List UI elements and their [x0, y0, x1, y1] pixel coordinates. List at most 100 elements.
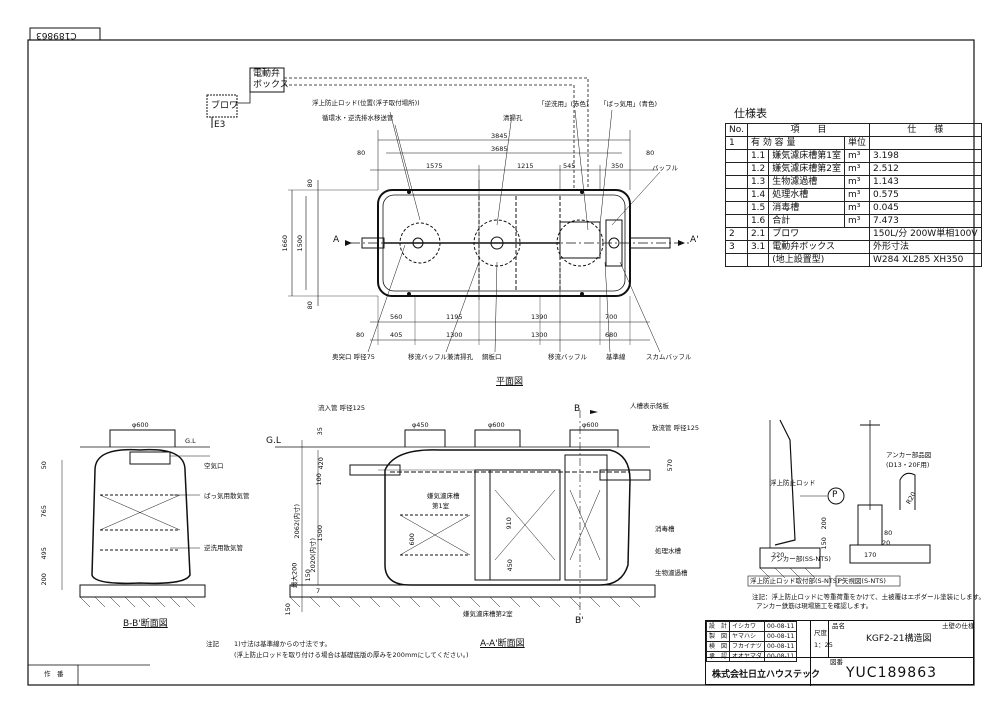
callout-transfer-baffle: 移流バッフル兼清掃孔 [408, 353, 473, 361]
bb-dim-dia: φ600 [132, 421, 149, 429]
dim-1575: 1575 [426, 162, 443, 170]
callout-baffle: バッフル [652, 164, 678, 172]
role-name: ヤマハシ [729, 631, 766, 642]
aa-label-anaerobic: 嫌気濾床槽 [427, 492, 460, 500]
bb-label-backwash: 逆洗用散気管 [204, 544, 243, 552]
drawing-number: YUC189863 [846, 665, 938, 681]
dim-3685: 3685 [491, 145, 508, 153]
dim-80-tl: 80 [357, 149, 366, 157]
callout-flow-baffle: 移流バッフル [548, 353, 587, 361]
aa-dim-450: φ450 [412, 421, 429, 429]
dim-1300-a: 1300 [446, 331, 463, 339]
dim-700: 700 [605, 313, 618, 321]
detail-note-1: 注記：浮上防止ロッドに等重荷重をかけて、土被覆はエポダール塗装にします。 [752, 593, 986, 601]
callout-float-rod: 浮上防止ロッド(位置(浮子取付場所)) [312, 99, 420, 107]
spec-unit: 単位 [844, 136, 871, 150]
scale-value: 1：25 [814, 641, 833, 649]
blower-label: ブロワ [211, 101, 239, 111]
aa-dim-600b: φ600 [582, 421, 599, 429]
notes-label: 注記 [206, 640, 219, 648]
callout-datum: 基準線 [606, 353, 626, 361]
dim-560: 560 [390, 313, 403, 321]
callout-transfer-pipe: 循環水・逆洗排水移送管 [322, 114, 394, 122]
callout-inlet: 奥突口 呼径75 [332, 353, 375, 361]
name-label: 品名 [832, 622, 845, 630]
role-label: 製 図 [705, 631, 731, 642]
callout-copper: 銅板口 [482, 353, 502, 361]
spec-table-title: 仕様表 [734, 107, 767, 120]
detail-label-anchor-parts: アンカー部品図 [886, 451, 932, 459]
callout-backwash: 「逆洗用」(赤色) [538, 100, 589, 108]
detail-note-2: アンカー鉄筋は現場施工を確認します。 [756, 602, 873, 610]
scale-label: 尺度 [814, 629, 827, 637]
drawing-title: KGF2-21構造図 [866, 634, 932, 644]
revision-label: 作 番 [44, 670, 64, 678]
company-name: 株式会社日立ハウステック [712, 670, 821, 680]
role-label: 検 図 [705, 641, 731, 652]
aa-label-chamber2: 嫌気濾床槽第2室 [463, 610, 513, 618]
dim-1300-b: 1300 [531, 331, 548, 339]
notes-line-1: 1)寸法は基準線からの寸法です。 [234, 640, 332, 648]
aa-label-treated: 処理水槽 [655, 547, 681, 555]
notes-line-2: (浮上防止ロッドを取り付ける場合は基礎底版の厚みを200mmにしてください。) [234, 651, 469, 659]
control-box-label-1: 電動弁 [253, 69, 281, 79]
dim-405: 405 [390, 331, 403, 339]
detail-caption-2: P矢視図(S-NTS) [838, 577, 886, 585]
detail-dim-20: 20 [882, 539, 891, 547]
detail-dim-170: 170 [864, 551, 877, 559]
aa-dim-7: 7 [316, 587, 321, 595]
dim-545: 545 [563, 162, 576, 170]
detail-label-anchor: アンカー部(SS-NTS) [770, 555, 831, 563]
spec-sub: 1.3 [746, 175, 770, 189]
bb-label-air: 空気口 [204, 462, 224, 470]
dim-350: 350 [611, 162, 624, 170]
detail-dim-80: 80 [884, 529, 893, 537]
dim-1390: 1390 [531, 313, 548, 321]
detail-label-d13: (D13・20F用) [886, 461, 930, 469]
spec-item: (地上設置型) [768, 253, 871, 267]
bb-label-aeration: ばっ気用散気管 [204, 492, 250, 500]
role-name: フカイナツ [729, 641, 766, 652]
section-bb-title: B-B'断面図 [123, 619, 168, 629]
aa-label-biofilter: 生物濾過槽 [655, 569, 688, 577]
aa-dim-gl: G.L [266, 436, 281, 446]
section-aa-title: A-A'断面図 [480, 639, 525, 649]
role-date: 00-08-11 [764, 651, 798, 662]
role-date: 00-08-11 [764, 631, 798, 642]
aa-mark-b-prime: B' [575, 616, 584, 626]
callout-cleanout: 清掃孔 [503, 114, 523, 122]
title-block: 設 計 イシカワ 00-08-11 製 図 ヤマハシ 00-08-11 検 図 … [705, 620, 975, 686]
spec-sub: 1.6 [746, 214, 770, 228]
section-marker-a-prime: A' [690, 235, 699, 245]
detail-label-rod: 浮上防止ロッド [770, 479, 816, 487]
dim-680: 680 [605, 331, 618, 339]
plan-title: 平面図 [496, 377, 524, 387]
callout-aeration: 「ばっ気用」(青色) [600, 100, 658, 108]
bb-dim-gl: G.L [185, 437, 196, 445]
unit-label: 土壁の仕様 [942, 622, 975, 630]
dim-1195: 1195 [446, 313, 463, 321]
detail-caption-1: 浮上防止ロッド取付部(S-NTS) [750, 577, 840, 585]
role-name: イシカワ [729, 621, 766, 632]
dim-80-b: 80 [356, 331, 365, 339]
aa-label-chamber1: 第1室 [432, 502, 450, 510]
detail-p-mark: P [832, 490, 838, 500]
role-label: 設 計 [705, 621, 731, 632]
aa-label-disinfect: 消毒槽 [655, 525, 675, 533]
aa-mark-b: B [574, 404, 581, 414]
aa-outlet: 放流管 呼径125 [652, 424, 699, 432]
control-box-label-2: ボックス [253, 80, 289, 90]
role-label: 承 認 [705, 651, 731, 662]
callout-scum-baffle: スカムバッフル [646, 353, 692, 361]
detail-dim-220: 220 [772, 551, 785, 559]
dim-80-tr: 80 [646, 149, 655, 157]
e3-label: E3 [214, 120, 226, 130]
role-date: 00-08-11 [764, 621, 798, 632]
